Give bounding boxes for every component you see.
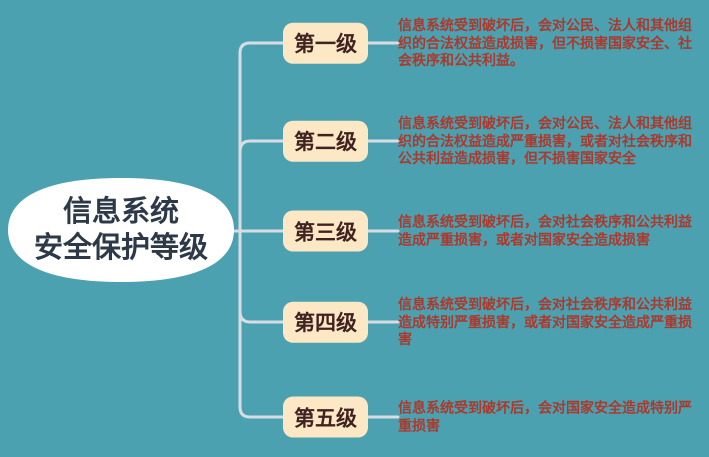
level-3-row: 第三级 信息系统受到破坏后，会对社会秩序和公共利益造成严重损害，或者对国家安全造…	[283, 210, 698, 252]
level-2-label: 第二级	[294, 131, 357, 154]
central-topic-line2: 安全保护等级	[33, 232, 208, 264]
level-2-description[interactable]: 信息系统受到破坏后，会对公民、法人和其他组织的合法权益造成严重损害，或者对社会秩…	[398, 114, 692, 166]
level-5-row: 第五级 信息系统受到破坏后，会对国家安全造成特别严重损害	[283, 396, 698, 438]
level-1-label: 第一级	[294, 33, 357, 56]
central-topic-shape	[8, 178, 234, 282]
level-2-node[interactable]: 第二级	[283, 120, 368, 162]
level-3-node[interactable]: 第三级	[283, 210, 368, 252]
level-1-description[interactable]: 信息系统受到破坏后，会对公民、法人和其他组织的合法权益造成损害，但不损害国家安全…	[398, 16, 692, 68]
central-topic[interactable]: 信息系统 安全保护等级	[8, 178, 234, 282]
level-3-label: 第三级	[294, 221, 357, 244]
level-4-row: 第四级 信息系统受到破坏后，会对社会秩序和公共利益造成特别严重损害，或者对国家安…	[283, 296, 698, 349]
level-4-node[interactable]: 第四级	[283, 301, 368, 343]
level-2-row: 第二级 信息系统受到破坏后，会对公民、法人和其他组织的合法权益造成严重损害，或者…	[283, 115, 698, 168]
level-1-node[interactable]: 第一级	[283, 22, 368, 64]
level-5-description[interactable]: 信息系统受到破坏后，会对国家安全造成特别严重损害	[398, 399, 692, 434]
level-4-label: 第四级	[294, 312, 357, 335]
level-5-node[interactable]: 第五级	[283, 396, 368, 438]
central-topic-line1: 信息系统	[62, 196, 179, 228]
level-5-label: 第五级	[294, 407, 357, 430]
level-4-description[interactable]: 信息系统受到破坏后，会对社会秩序和公共利益造成特别严重损害，或者对国家安全造成严…	[398, 295, 692, 347]
level-1-row: 第一级 信息系统受到破坏后，会对公民、法人和其他组织的合法权益造成损害，但不损害…	[283, 17, 698, 70]
level-3-description[interactable]: 信息系统受到破坏后，会对社会秩序和公共利益造成严重损害，或者对国家安全造成损害	[398, 213, 692, 248]
